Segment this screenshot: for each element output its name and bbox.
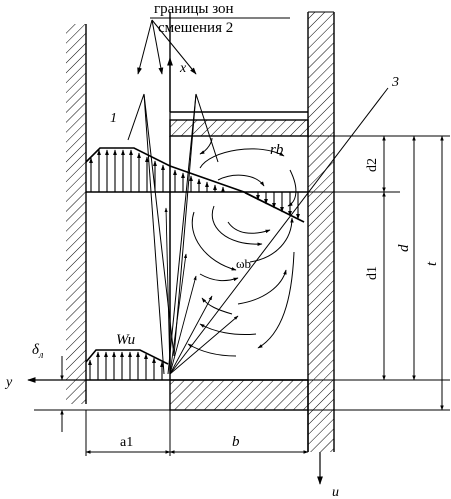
label-1: 1 bbox=[110, 111, 117, 126]
cavity-top-plate bbox=[169, 119, 309, 137]
y-axis-label: y bbox=[4, 375, 13, 390]
delta-label: δл bbox=[32, 342, 44, 361]
horizontal-dimensions bbox=[85, 410, 309, 456]
rb-label: rb bbox=[270, 142, 284, 158]
axes bbox=[27, 57, 323, 485]
u-axis-label: u bbox=[332, 485, 339, 499]
b-label: b bbox=[232, 434, 240, 450]
cavity-vortex bbox=[187, 137, 297, 357]
right-wall bbox=[307, 11, 335, 452]
a1-label: a1 bbox=[120, 435, 133, 450]
d-label: d bbox=[396, 244, 412, 252]
wu-label: Wu bbox=[116, 332, 135, 348]
mixing-zone-boundaries bbox=[127, 17, 290, 375]
label-3: 3 bbox=[391, 75, 399, 90]
flow-rays bbox=[164, 207, 239, 375]
d1-label: d1 bbox=[365, 266, 380, 280]
title-line-2: смешения 2 bbox=[158, 20, 233, 36]
vertical-dimensions bbox=[382, 135, 444, 411]
d2-label: d2 bbox=[365, 158, 380, 172]
title-line-1: границы зон bbox=[154, 1, 234, 17]
left-wall bbox=[66, 24, 87, 404]
upper-velocity-profile bbox=[85, 147, 308, 223]
t-label: t bbox=[424, 261, 440, 266]
lower-velocity-profile bbox=[85, 349, 170, 381]
bottom-plate bbox=[169, 379, 309, 411]
extension-lines bbox=[34, 135, 450, 411]
x-axis-label: x bbox=[179, 61, 187, 76]
omega-b-label: ωb bbox=[236, 256, 251, 271]
